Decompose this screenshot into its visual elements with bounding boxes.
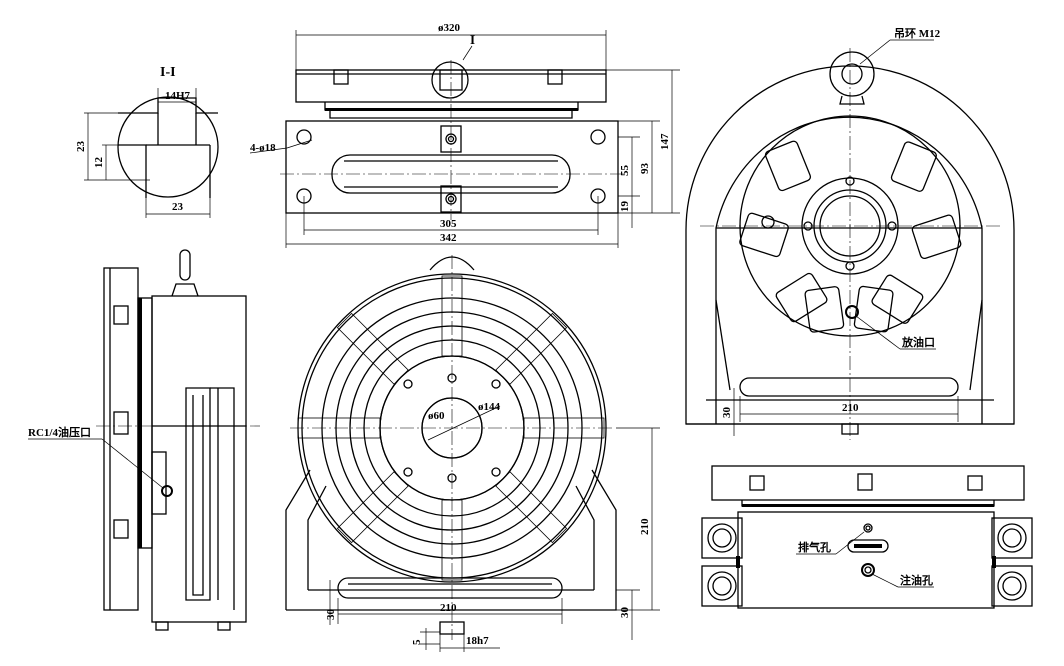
label-vent: 排气孔 [798,540,831,554]
side-view [96,249,260,631]
dim-30-a: 30 [325,609,337,621]
label-pressure-port: RC1/4油压口 [28,425,91,439]
dim-30-b: 30 [619,607,631,619]
dim-5: 5 [411,639,423,645]
rear-view [685,48,1015,440]
dim-19: 19 [619,201,631,213]
dim-210-v: 210 [639,518,651,535]
dim-342: 342 [440,232,457,244]
rear-pockets [739,140,962,333]
bottom-view [701,465,1033,609]
front-view-dimensions: ø60 ø144 210 30 210 30 5 18h7 [320,401,660,652]
dim-305: 305 [440,218,457,230]
label-oil-drain: 放油口 [901,335,935,349]
section-label: I-I [160,65,176,80]
dim-14h7: 14H7 [165,90,191,102]
dim-55: 55 [619,165,631,177]
detail-section-view: I-I 14H7 23 23 12 [75,65,219,218]
label-lifting-ring: 吊环 M12 [894,27,941,40]
top-view [280,60,625,220]
dim-320: ø320 [438,22,461,34]
dim-60: ø60 [428,410,445,422]
dim-210-h: 210 [440,602,457,614]
dim-12: 12 [93,157,105,169]
dim-18h7: 18h7 [466,635,489,647]
dim-23-bottom: 23 [172,201,184,213]
dim-210-rear: 210 [842,402,859,414]
dim-holes: 4-ø18 [250,142,276,154]
top-view-dimensions: ø320 I 305 342 55 19 93 147 4-ø18 [249,22,680,248]
dim-144: ø144 [478,401,501,413]
detail-marker: I [470,32,475,47]
front-view [285,255,617,640]
dim-23-left: 23 [75,141,87,153]
dim-93: 93 [639,163,651,175]
label-oil-fill: 注油孔 [900,573,933,587]
dim-30-rear: 30 [721,407,733,419]
dim-147: 147 [659,133,671,150]
rear-view-dimensions: 吊环 M12 放油口 210 30 [721,27,959,436]
